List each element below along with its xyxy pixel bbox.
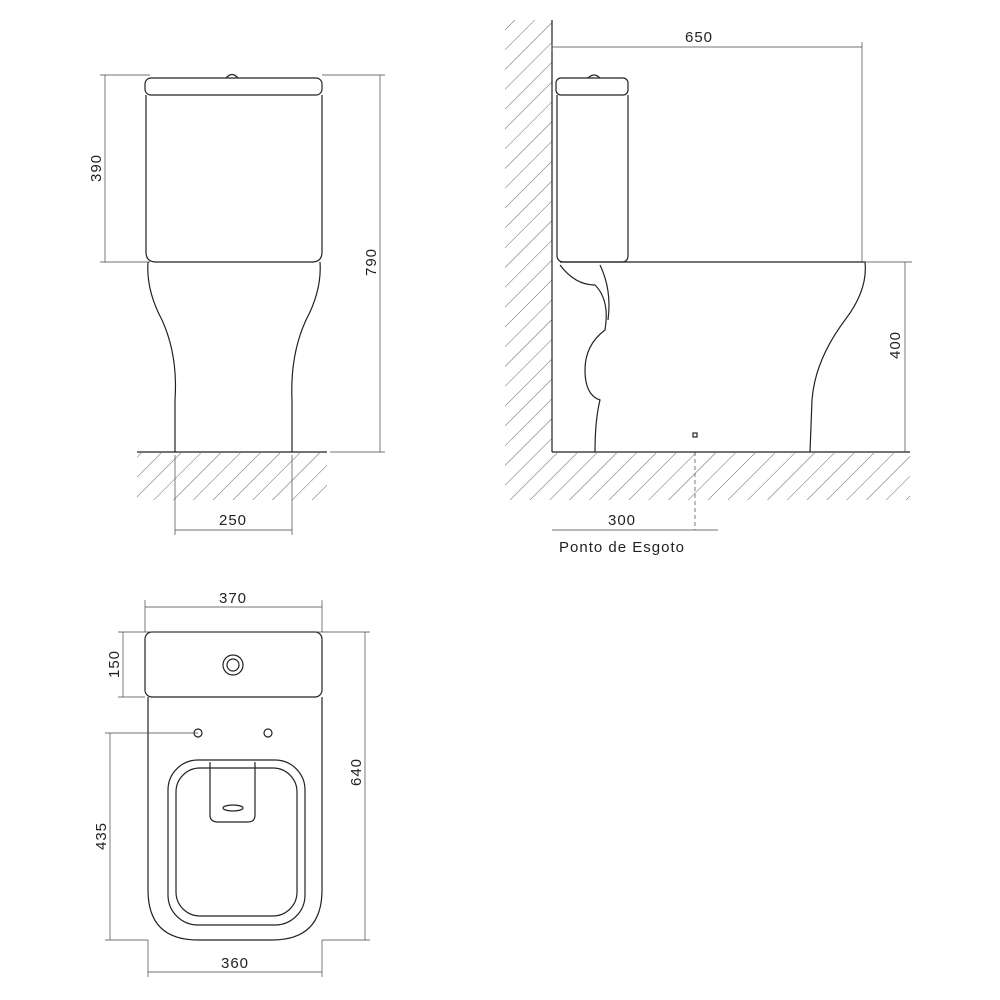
dim-tank-depth: 150 [106, 650, 123, 678]
dim-bowl-width: 360 [221, 955, 249, 972]
top-view: 370 150 640 435 360 [93, 590, 370, 977]
pedestal [147, 261, 321, 452]
trap-inner [599, 264, 610, 321]
trap-profile [559, 264, 607, 453]
dim-total-height: 790 [363, 248, 380, 276]
bowl-outlet [222, 804, 244, 812]
side-view: 650 400 300 Ponto de Esgoto [505, 20, 912, 556]
tank [556, 95, 629, 263]
seat-inner [175, 767, 298, 917]
wall-hatch [505, 20, 552, 500]
dim-seat-height: 400 [887, 331, 904, 359]
tank-lid [555, 77, 629, 96]
tank-lid [144, 77, 323, 96]
dim-tank-height: 390 [88, 154, 105, 182]
dim-total-depth: 640 [348, 758, 365, 786]
dim-drain-distance: 300 [608, 512, 636, 529]
floor-hatch [137, 453, 327, 500]
seat-outer [167, 759, 306, 926]
flush-button-outer [222, 654, 244, 676]
bowl-outline [147, 697, 323, 941]
bowl-profile [560, 261, 866, 453]
tank-top [144, 631, 323, 698]
flush-button-inner [226, 658, 240, 672]
drain-label: Ponto de Esgoto [559, 539, 685, 556]
seat-notch [209, 762, 256, 823]
drain-point [692, 432, 698, 438]
dim-tank-width: 370 [219, 590, 247, 607]
flush-button [587, 74, 601, 79]
flush-button [225, 73, 239, 79]
fixing-hole-right [263, 728, 273, 738]
dim-fixing-to-front: 435 [93, 822, 110, 850]
tank [145, 95, 323, 263]
front-view: 390 790 250 [88, 73, 385, 535]
dim-depth: 650 [685, 29, 713, 46]
dim-base-width: 250 [219, 512, 247, 529]
floor-hatch [552, 453, 910, 500]
